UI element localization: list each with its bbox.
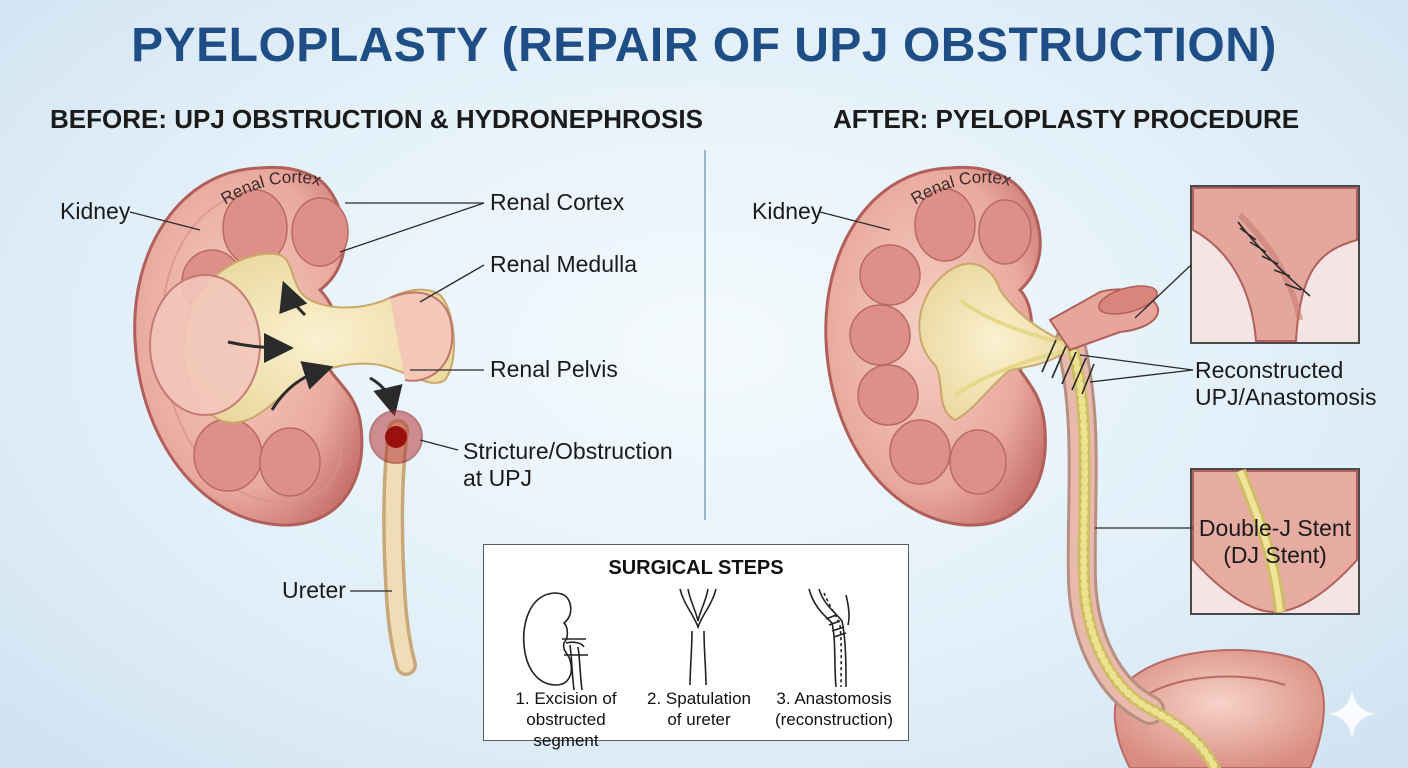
stricture-line2: at UPJ: [463, 465, 533, 491]
surgical-steps-box: SURGICAL STEPS: [483, 544, 909, 750]
step2-sketch: [679, 588, 717, 686]
reconstructed-line1: Reconstructed: [1195, 357, 1344, 383]
step-1-line2: obstructed segment: [526, 710, 606, 750]
before-label-stricture: Stricture/Obstruction at UPJ: [463, 438, 673, 492]
step-3-line2: (reconstruction): [774, 710, 894, 729]
step3-sketch: [808, 588, 850, 688]
inset-anastomosis: [1190, 185, 1360, 344]
before-leader-lines: [129, 202, 485, 592]
stricture-line1: Stricture/Obstruction: [463, 438, 673, 464]
after-leader-lines: [819, 211, 1194, 529]
after-label-reconstructed: Reconstructed UPJ/Anastomosis: [1195, 357, 1377, 411]
before-label-ureter: Ureter: [282, 577, 346, 603]
step-1-line1: 1. Excision of: [515, 689, 617, 708]
step-2-line2: of ureter: [667, 710, 731, 729]
sparkle-icon: [1328, 690, 1376, 738]
before-label-renal-medulla: Renal Medulla: [490, 251, 638, 277]
after-heading: AFTER: PYELOPLASTY PROCEDURE: [833, 104, 1300, 134]
after-label-kidney: Kidney: [752, 198, 823, 224]
stent-line2: (DJ Stent): [1223, 542, 1327, 568]
before-label-renal-cortex: Renal Cortex: [490, 189, 625, 215]
after-kidney: Renal Cortex: [824, 165, 1325, 768]
stent-line1: Double-J Stent: [1198, 515, 1352, 541]
before-heading: BEFORE: UPJ OBSTRUCTION & HYDRONEPHROSIS: [50, 104, 703, 134]
surgical-steps-sketches: [522, 588, 850, 691]
after-label-stent: Double-J Stent (DJ Stent): [1196, 515, 1354, 569]
step-3-line1: 3. Anastomosis: [776, 689, 892, 708]
page-title: PYELOPLASTY (REPAIR OF UPJ OBSTRUCTION): [131, 19, 1277, 72]
before-label-kidney: Kidney: [60, 198, 131, 224]
inset-stent: [1190, 468, 1360, 615]
surgical-steps-title: SURGICAL STEPS: [608, 557, 784, 579]
before-label-renal-pelvis: Renal Pelvis: [490, 356, 618, 382]
step-3-caption: 3. Anastomosis (reconstruction): [764, 688, 904, 730]
anastomosis-sutures: [1041, 339, 1095, 395]
step-2-caption: 2. Spatulation of ureter: [629, 688, 769, 730]
reconstructed-line2: UPJ/Anastomosis: [1195, 384, 1377, 410]
step-2-line1: 2. Spatulation: [647, 689, 751, 708]
before-kidney: Renal Cortex: [133, 165, 456, 676]
step-1-caption: 1. Excision of obstructed segment: [496, 688, 636, 751]
step1-sketch: [522, 592, 588, 691]
